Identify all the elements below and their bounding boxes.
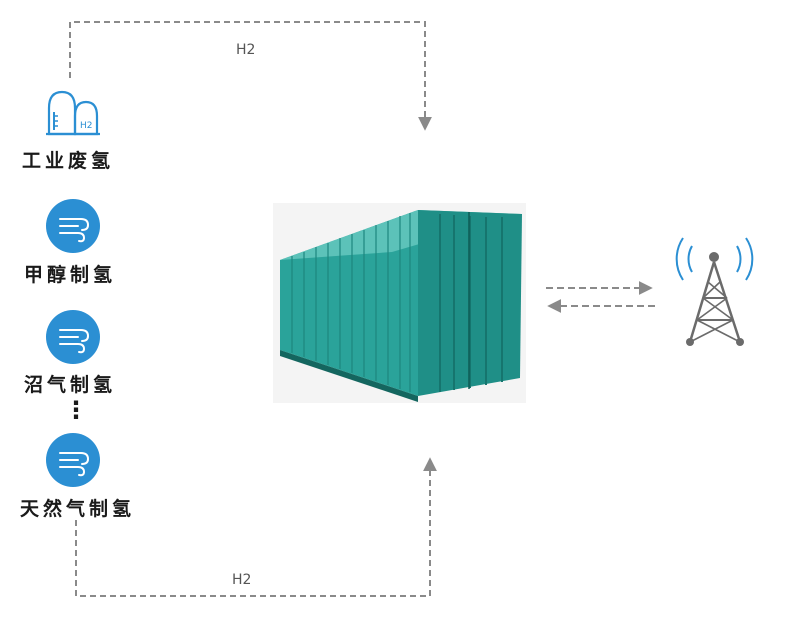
top-flow-path xyxy=(69,21,432,131)
source-label-methanol-hydrogen: 甲醇制氢 xyxy=(24,264,117,286)
shipping-container-icon xyxy=(273,203,526,403)
wind-flow-icon xyxy=(46,199,100,253)
wind-flow-icon xyxy=(46,433,100,487)
source-label-industrial-hydrogen: 工业废氢 xyxy=(22,150,115,172)
signal-tower-icon xyxy=(675,237,754,346)
top-flow-label: H2 xyxy=(236,42,255,58)
tank-formula-label: H2 xyxy=(80,121,93,131)
bottom-flow-path xyxy=(75,457,437,597)
wind-flow-icon xyxy=(46,310,100,364)
source-label-biogas-hydrogen: 沼气制氢 xyxy=(24,374,117,396)
hydrogen-tank-icon: H2 xyxy=(46,90,100,136)
ellipsis-dots: ⋮ xyxy=(64,396,88,424)
source-label-natural-gas-hydrogen: 天然气制氢 xyxy=(20,498,136,520)
bottom-flow-label: H2 xyxy=(232,572,251,588)
